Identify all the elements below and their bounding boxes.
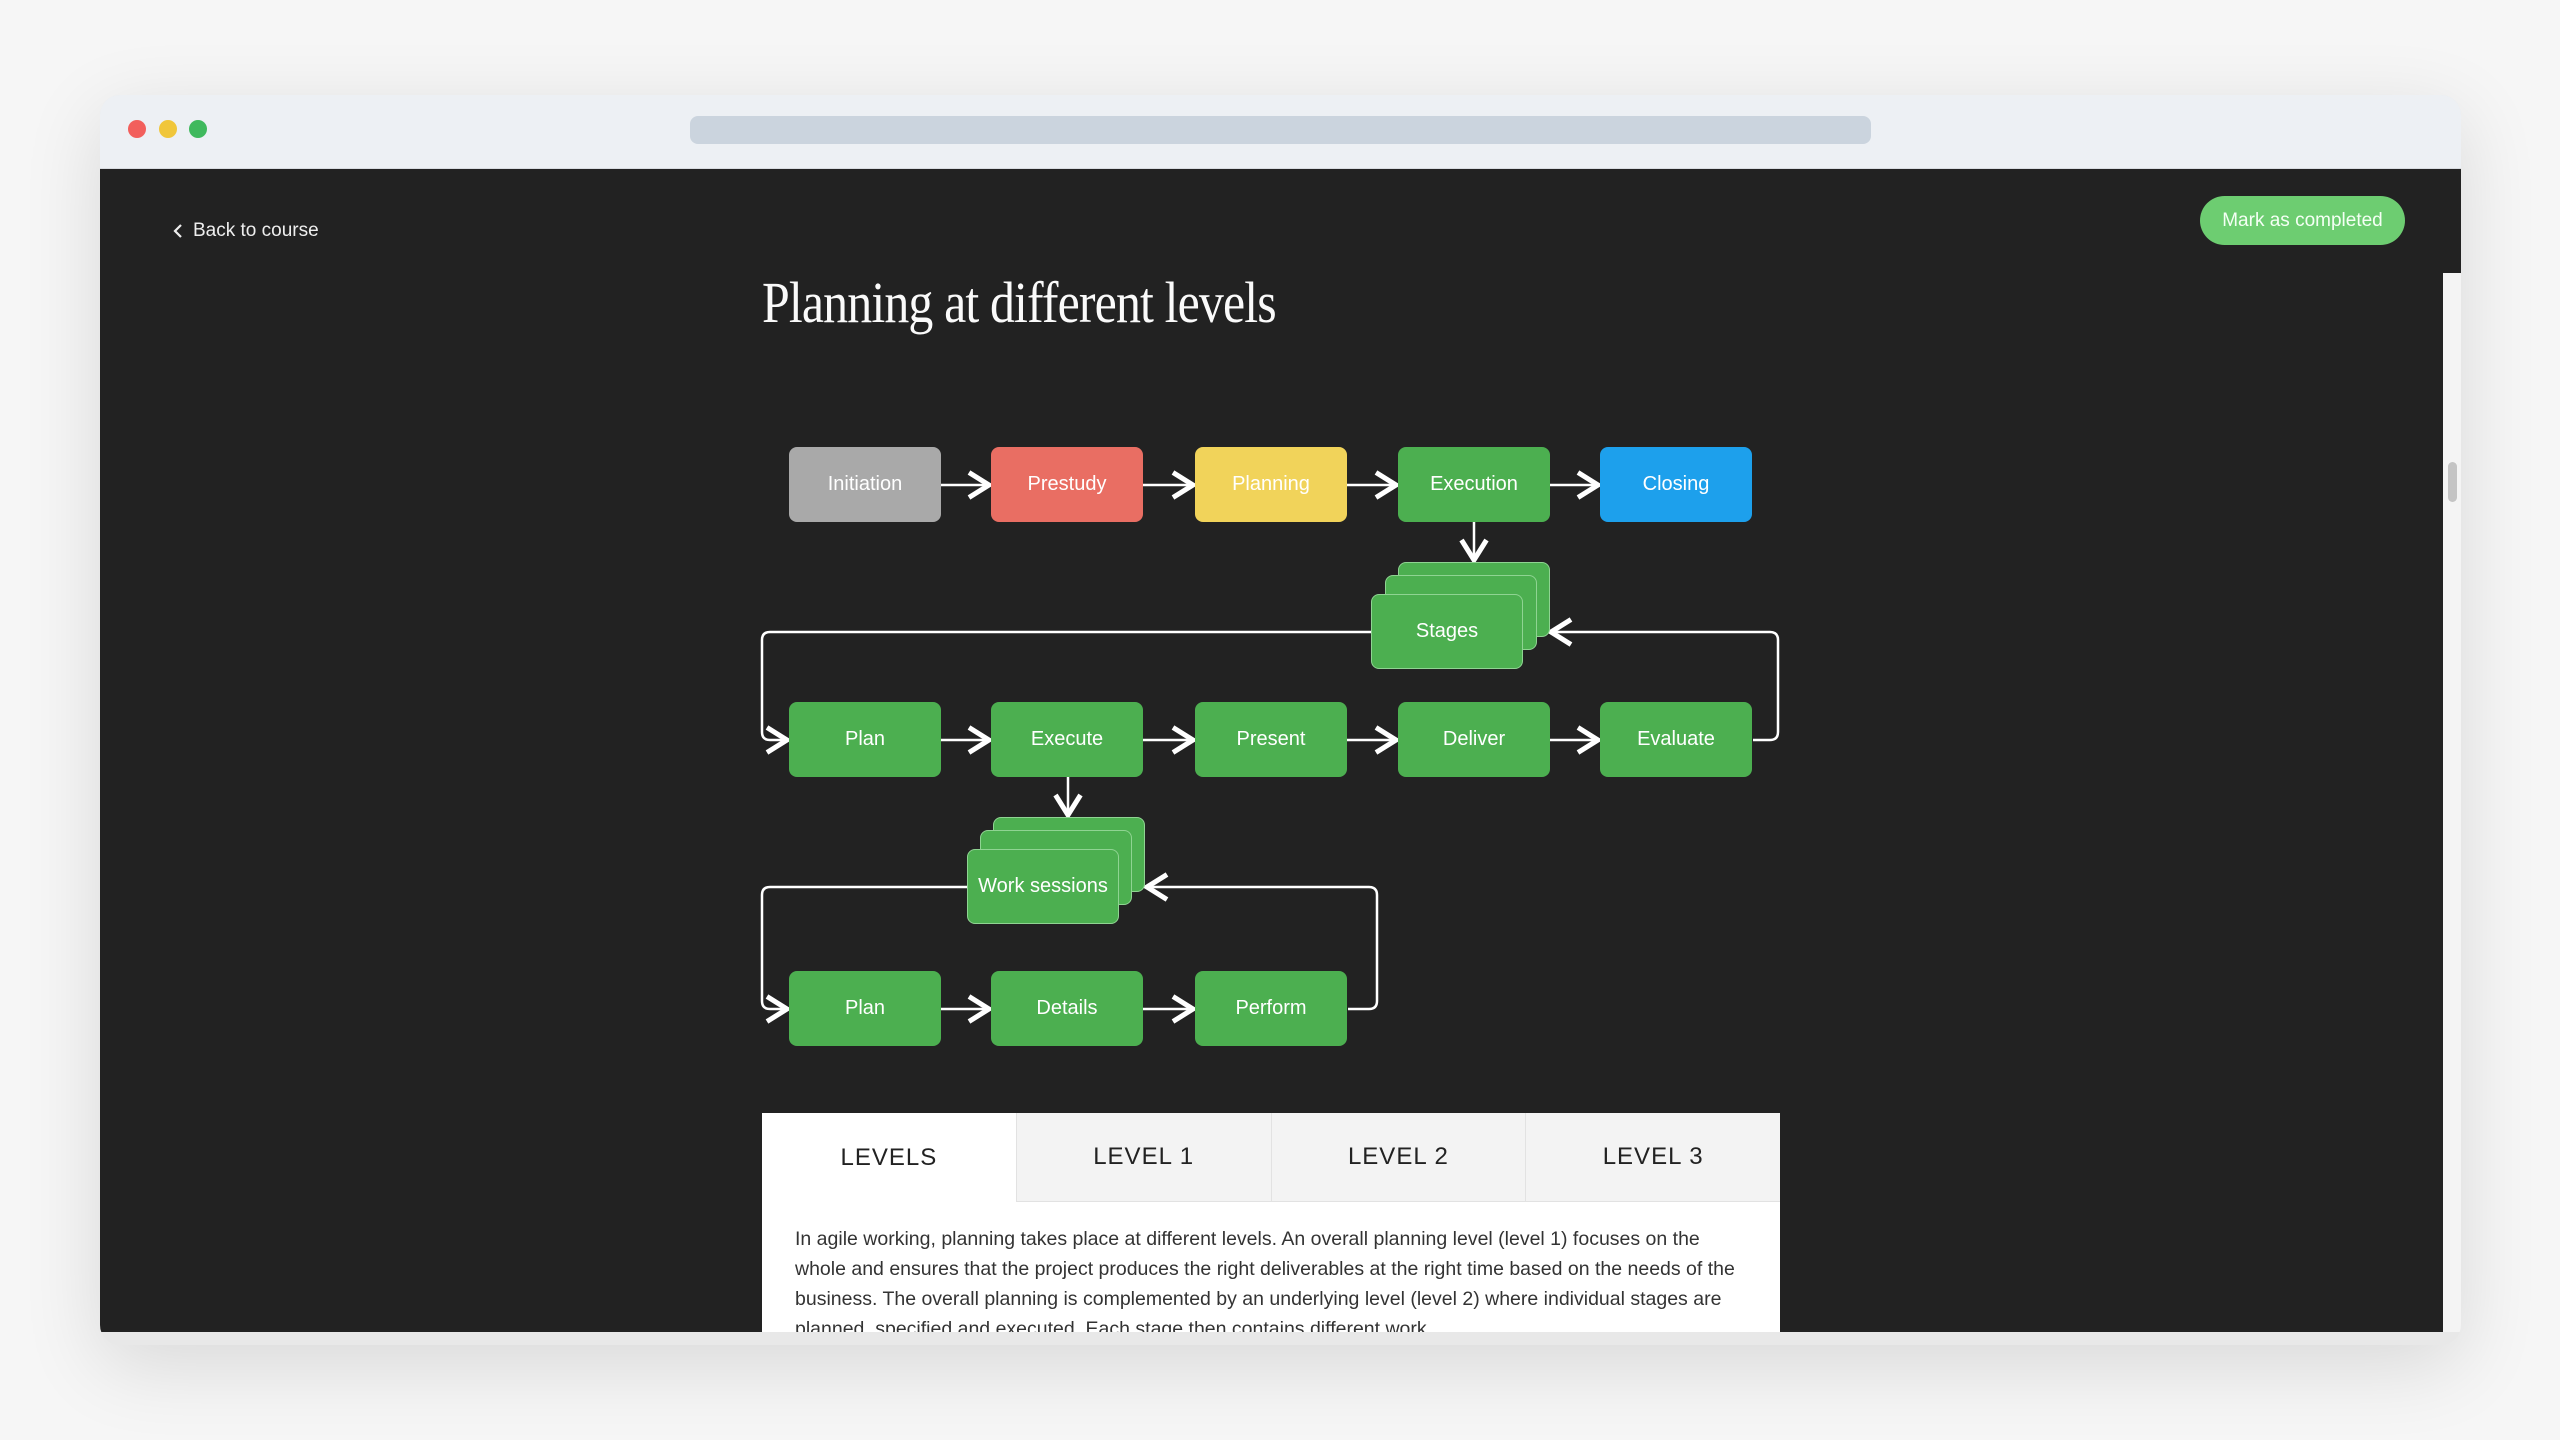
browser-window: Back to course Mark as completed Plannin… xyxy=(100,95,2461,1345)
levels-tabs: LEVELS LEVEL 1 LEVEL 2 LEVEL 3 xyxy=(762,1113,1780,1202)
stage-step-evaluate: Evaluate xyxy=(1600,702,1752,777)
tab-levels[interactable]: LEVELS xyxy=(762,1113,1016,1202)
back-label: Back to course xyxy=(193,220,319,241)
tab-level-2[interactable]: LEVEL 2 xyxy=(1270,1113,1526,1202)
tab-level-3[interactable]: LEVEL 3 xyxy=(1525,1113,1780,1202)
stage-step-execute: Execute xyxy=(991,702,1143,777)
chevron-left-icon xyxy=(173,224,182,238)
phase-initiation: Initiation xyxy=(789,447,941,522)
phase-planning: Planning xyxy=(1195,447,1347,522)
phase-prestudy: Prestudy xyxy=(991,447,1143,522)
phase-execution: Execution xyxy=(1398,447,1550,522)
browser-titlebar xyxy=(100,95,2461,169)
diagram-connectors xyxy=(760,470,1780,1024)
work-sessions-box: Work sessions xyxy=(967,849,1119,924)
session-step-details: Details xyxy=(991,971,1143,1046)
page-title: Planning at different levels xyxy=(762,270,1277,335)
back-to-course-link[interactable]: Back to course xyxy=(173,220,319,242)
session-step-perform: Perform xyxy=(1195,971,1347,1046)
tab-level-1[interactable]: LEVEL 1 xyxy=(1015,1113,1271,1202)
levels-tab-panel: LEVELS LEVEL 1 LEVEL 2 LEVEL 3 In agile … xyxy=(762,1113,1780,1332)
session-step-plan: Plan xyxy=(789,971,941,1046)
lesson-content: Back to course Mark as completed Plannin… xyxy=(100,169,2443,1332)
phase-closing: Closing xyxy=(1600,447,1752,522)
mark-as-completed-button[interactable]: Mark as completed xyxy=(2200,196,2405,245)
address-bar[interactable] xyxy=(690,116,1871,144)
stage-step-present: Present xyxy=(1195,702,1347,777)
stage-step-plan: Plan xyxy=(789,702,941,777)
maximize-window-button[interactable] xyxy=(189,120,207,138)
levels-description: In agile working, planning takes place a… xyxy=(795,1228,1735,1332)
scrollbar-thumb[interactable] xyxy=(2448,462,2457,502)
planning-diagram: Initiation Prestudy Planning Execution C… xyxy=(100,169,2443,1332)
stages-box: Stages xyxy=(1371,594,1523,669)
stage-step-deliver: Deliver xyxy=(1398,702,1550,777)
scrollbar[interactable] xyxy=(2443,273,2461,1332)
content-edge xyxy=(2443,169,2461,273)
close-window-button[interactable] xyxy=(128,120,146,138)
minimize-window-button[interactable] xyxy=(159,120,177,138)
